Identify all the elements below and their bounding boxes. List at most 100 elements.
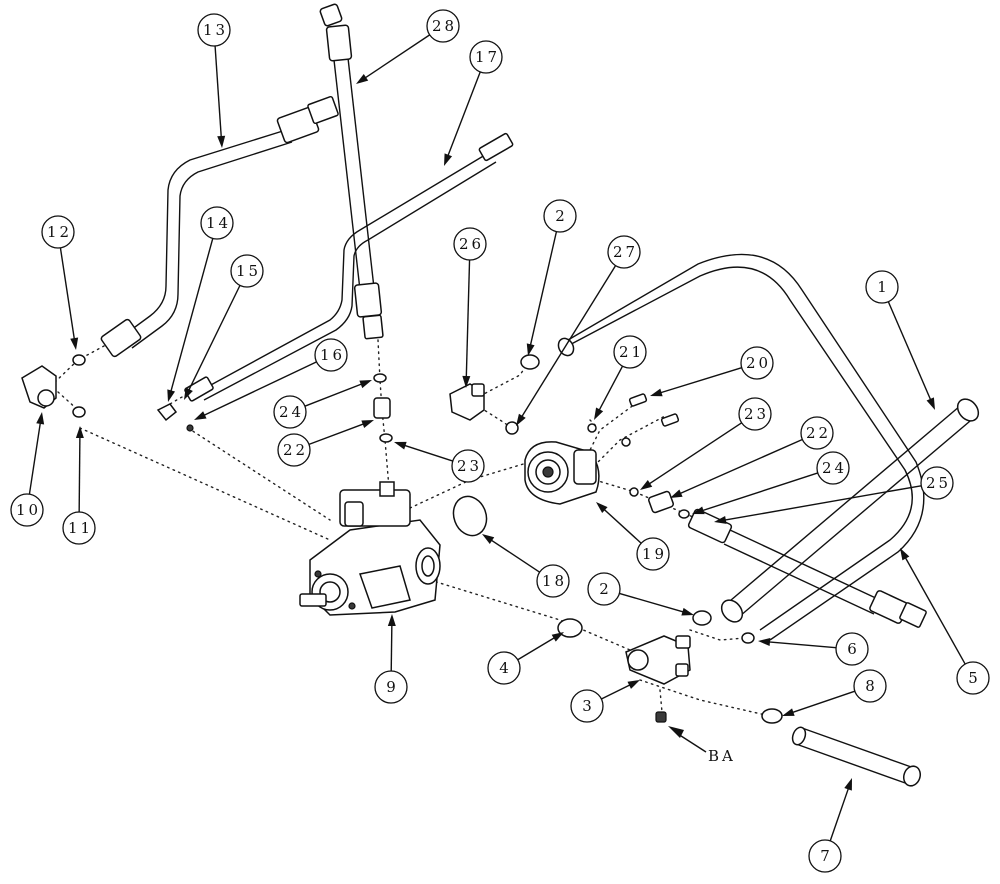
leader-arrowhead-c23b — [640, 480, 653, 490]
callout-circle — [613, 335, 647, 369]
leader-arrowhead-c16 — [194, 411, 207, 420]
leader-arrowhead-c15 — [184, 387, 193, 400]
leader-arrowhead-c13 — [217, 135, 226, 148]
callout-c23b: 23 — [738, 397, 772, 431]
leader-line-c15 — [186, 285, 241, 394]
callout-number: 23 — [744, 405, 769, 423]
callout-c3: 3 — [570, 689, 604, 723]
leader-line-c9 — [390, 621, 393, 672]
callout-circle — [956, 661, 990, 695]
callout-circle — [451, 449, 485, 483]
leader-line-c4 — [517, 635, 558, 661]
leader-arrowhead-c3 — [627, 680, 640, 689]
reference-leader — [677, 733, 707, 753]
callout-number: 14 — [206, 214, 231, 232]
leader-arrowhead-c12 — [70, 337, 79, 350]
leader-line-c24a — [304, 382, 365, 407]
leader-line-c1 — [887, 301, 933, 403]
callout-c26: 26 — [453, 227, 487, 261]
hose-27-loop — [557, 253, 925, 641]
callout-layer: 1223456789101112131415161718192021222223… — [10, 9, 990, 873]
leader-line-c5 — [903, 554, 966, 665]
callout-circle — [469, 40, 503, 74]
leader-line-c17 — [446, 71, 481, 159]
callout-c27: 27 — [607, 235, 641, 269]
leader-line-c16 — [200, 361, 317, 418]
leader-arrowhead-c11 — [75, 426, 84, 439]
callout-circle — [62, 511, 96, 545]
leader-arrowhead-c2a — [526, 343, 535, 356]
leader-arrowhead-c1 — [926, 397, 935, 410]
callout-circle — [200, 206, 234, 240]
callout-circle — [277, 433, 311, 467]
callout-number: 22 — [283, 441, 308, 459]
leader-line-c22b — [677, 438, 803, 496]
callout-c12: 12 — [41, 215, 75, 249]
leader-line-c22a — [308, 422, 367, 446]
callout-circle — [808, 839, 842, 873]
fittings — [21, 354, 783, 724]
callout-circle — [800, 416, 834, 450]
callout-c18: 18 — [536, 564, 570, 598]
leader-arrowhead-c7 — [844, 778, 852, 791]
leader-line-c19 — [601, 506, 642, 544]
callout-circle — [314, 338, 348, 372]
leader-line-c20 — [657, 367, 742, 395]
leader-arrowhead-c26 — [462, 375, 471, 388]
leader-line-c2b — [619, 592, 687, 614]
callout-circle — [10, 493, 44, 527]
callout-circle — [607, 235, 641, 269]
callout-number: 13 — [203, 21, 228, 39]
callout-c24b: 24 — [816, 451, 850, 485]
callout-number: 2 — [555, 207, 568, 225]
callout-number: 20 — [746, 354, 771, 372]
callout-number: 22 — [806, 424, 831, 442]
callout-c1: 1 — [865, 270, 899, 304]
callout-number: 19 — [642, 545, 667, 563]
callout-number: 9 — [386, 678, 399, 696]
callout-circle — [487, 651, 521, 685]
callout-c15: 15 — [230, 254, 264, 288]
callout-number: 7 — [820, 847, 833, 865]
callout-c9: 9 — [374, 670, 408, 704]
leader-line-c8 — [789, 690, 856, 715]
callout-c19: 19 — [636, 537, 670, 571]
leader-arrowhead-c22b — [670, 489, 683, 498]
leader-arrowhead-c25 — [714, 515, 727, 524]
callout-number: 24 — [279, 403, 304, 421]
callout-number: 2 — [599, 580, 612, 598]
callout-c16: 16 — [314, 338, 348, 372]
leader-line-c11 — [78, 433, 81, 513]
callout-c22b: 22 — [800, 416, 834, 450]
leader-arrowhead-c24a — [359, 380, 372, 389]
leader-line-c21 — [597, 365, 624, 414]
callout-number: 28 — [432, 17, 457, 35]
callout-number: 16 — [320, 346, 345, 364]
leader-arrowhead-c19 — [596, 502, 608, 514]
callout-c7: 7 — [808, 839, 842, 873]
leader-line-c24b — [699, 472, 819, 513]
callout-c13: 13 — [197, 13, 231, 47]
leader-arrowhead-c21 — [594, 407, 604, 420]
leader-arrowhead-c23a — [394, 441, 407, 450]
leader-line-c3 — [601, 682, 634, 700]
callout-c2a: 2 — [543, 199, 577, 233]
callout-circle — [636, 537, 670, 571]
hydraulic-pump — [299, 481, 441, 616]
callout-c10: 10 — [10, 493, 44, 527]
hose-13 — [100, 95, 339, 358]
callout-c8: 8 — [853, 669, 887, 703]
callout-circle — [738, 397, 772, 431]
leader-arrowhead-c8 — [782, 708, 795, 716]
callout-circle — [426, 9, 460, 43]
callout-number: 6 — [847, 640, 860, 658]
leader-line-c10 — [28, 419, 42, 495]
callout-circle — [536, 564, 570, 598]
callout-number: 5 — [968, 669, 981, 687]
callout-c6: 6 — [835, 632, 869, 666]
callout-number: 18 — [542, 572, 567, 590]
callout-circle — [587, 572, 621, 606]
callout-circle — [543, 199, 577, 233]
callout-number: 8 — [865, 677, 878, 695]
